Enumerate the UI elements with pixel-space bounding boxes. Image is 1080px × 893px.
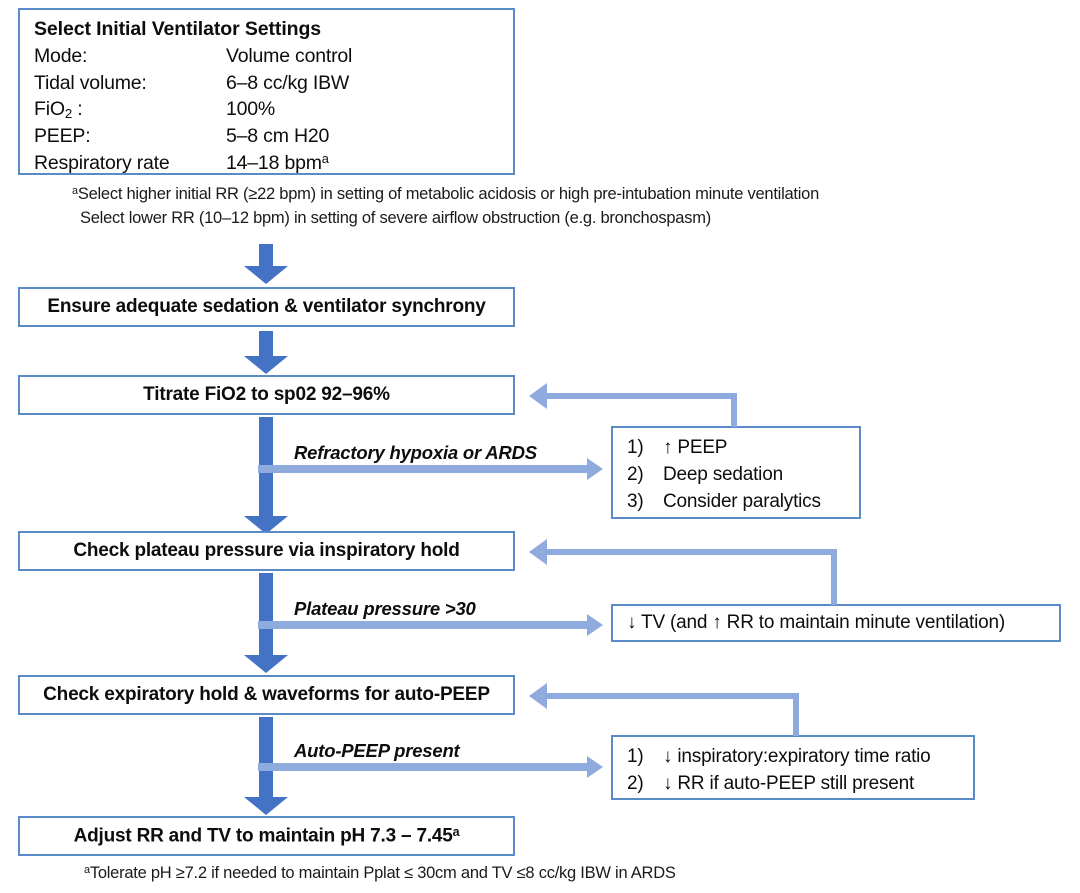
step-label-check-plateau: Check plateau pressure via inspiratory h…: [73, 540, 460, 561]
intervention-list-hypoxia: 1) ↑ PEEP 2) Deep sedation 3) Consider p…: [627, 434, 849, 515]
branch-arrow-autopeep-present: [258, 756, 603, 778]
list-item: 1) ↑ PEEP: [627, 434, 849, 461]
settings-label-tidal-volume: Tidal volume:: [34, 71, 147, 94]
list-text: ↓ inspiratory:expiratory time ratio: [663, 746, 931, 767]
settings-row-peep: PEEP: 5–8 cm H20: [34, 123, 513, 150]
step-box-check-plateau: Check plateau pressure via inspiratory h…: [18, 531, 515, 571]
list-marker: 1): [627, 746, 644, 767]
settings-row-respiratory-rate: Respiratory rate 14–18 bpma: [34, 150, 513, 177]
branch-label-refractory-hypoxia: Refractory hypoxia or ARDS: [294, 442, 537, 463]
step-box-check-autopeep: Check expiratory hold & waveforms for au…: [18, 675, 515, 715]
list-text: Deep sedation: [663, 464, 783, 486]
settings-value-fio2: 100%: [226, 98, 276, 121]
settings-label-peep: PEEP:: [34, 125, 91, 148]
branch-arrow-plateau-pressure: [258, 614, 603, 636]
step-label-adjust-rr-tv: Adjust RR and TV to maintain pH 7.3 – 7.…: [73, 824, 460, 847]
settings-value-mode: Volume control: [226, 45, 353, 67]
list-item: 3) Consider paralytics: [627, 488, 849, 515]
intervention-box-autopeep: 1) ↓ inspiratory:expiratory time ratio 2…: [611, 735, 975, 800]
footnote-top-line2: Select lower RR (10–12 bpm) in setting o…: [80, 209, 711, 227]
branch-label-plateau-pressure: Plateau pressure >30: [294, 598, 476, 619]
list-marker: 3): [627, 491, 644, 513]
intervention-box-plateau: ↓ TV (and ↑ RR to maintain minute ventil…: [611, 604, 1061, 642]
flow-arrow-plateau-to-autopeep: [244, 573, 288, 673]
feedback-line-autopeep-horizontal: [547, 693, 799, 699]
intervention-box-hypoxia: 1) ↑ PEEP 2) Deep sedation 3) Consider p…: [611, 426, 861, 519]
step-box-titrate-fio2: Titrate FiO2 to sp02 92–96%: [18, 375, 515, 415]
footnote-bottom: aTolerate pH ≥7.2 if needed to maintain …: [84, 864, 676, 882]
branch-arrow-refractory-hypoxia: [258, 458, 603, 480]
step-label-sedation: Ensure adequate sedation & ventilator sy…: [47, 296, 486, 317]
settings-row-tidal-volume: Tidal volume: 6–8 cc/kg IBW: [34, 70, 513, 97]
settings-row-mode: Mode: Volume control: [34, 43, 513, 70]
list-text: ↓ RR if auto-PEEP still present: [663, 773, 915, 795]
settings-row-fio2: FiO2 : 100%: [34, 96, 513, 123]
intervention-list-autopeep: 1) ↓ inspiratory:expiratory time ratio 2…: [627, 743, 963, 797]
settings-label-respiratory-rate: Respiratory rate: [34, 152, 170, 175]
step-box-adjust-rr-tv: Adjust RR and TV to maintain pH 7.3 – 7.…: [18, 816, 515, 856]
settings-label-fio2: FiO2 :: [34, 98, 83, 122]
initial-settings-box: Select Initial Ventilator Settings Mode:…: [18, 8, 515, 175]
feedback-line-hypoxia-vertical: [731, 393, 737, 427]
feedback-line-hypoxia-horizontal: [547, 393, 737, 399]
settings-value-respiratory-rate: 14–18 bpma: [226, 151, 329, 175]
feedback-line-plateau-horizontal: [547, 549, 837, 555]
list-item: 1) ↓ inspiratory:expiratory time ratio: [627, 743, 963, 770]
list-item: 2) Deep sedation: [627, 461, 849, 488]
list-text: ↑ PEEP: [663, 437, 728, 458]
step-box-sedation: Ensure adequate sedation & ventilator sy…: [18, 287, 515, 327]
settings-label-mode: Mode:: [34, 45, 88, 67]
intervention-text-plateau: ↓ TV (and ↑ RR to maintain minute ventil…: [627, 612, 1006, 633]
list-marker: 2): [627, 464, 644, 486]
feedback-arrowhead-autopeep: [529, 683, 547, 709]
feedback-arrowhead-hypoxia: [529, 383, 547, 409]
list-marker: 2): [627, 773, 644, 795]
flow-arrow-autopeep-to-adjust: [244, 717, 288, 815]
list-text: Consider paralytics: [663, 491, 821, 513]
settings-value-tidal-volume: 6–8 cc/kg IBW: [226, 71, 350, 94]
list-marker: 1): [627, 437, 644, 458]
footnote-marker-top: a: [72, 185, 78, 198]
settings-title: Select Initial Ventilator Settings: [34, 18, 322, 40]
branch-label-autopeep-present: Auto-PEEP present: [294, 740, 460, 761]
feedback-line-plateau-vertical: [831, 549, 837, 605]
list-item: 2) ↓ RR if auto-PEEP still present: [627, 770, 963, 797]
step-label-check-autopeep: Check expiratory hold & waveforms for au…: [43, 684, 490, 705]
flow-arrow-sedation-to-fio2: [244, 331, 288, 374]
feedback-arrowhead-plateau: [529, 539, 547, 565]
settings-value-peep: 5–8 cm H20: [226, 125, 330, 148]
feedback-line-autopeep-vertical: [793, 693, 799, 736]
step-label-titrate-fio2: Titrate FiO2 to sp02 92–96%: [143, 384, 390, 405]
flow-arrow-settings-to-sedation: [244, 244, 288, 284]
footnote-top-line1: aSelect higher initial RR (≥22 bpm) in s…: [72, 185, 820, 203]
footnote-marker-bottom: a: [84, 864, 90, 877]
